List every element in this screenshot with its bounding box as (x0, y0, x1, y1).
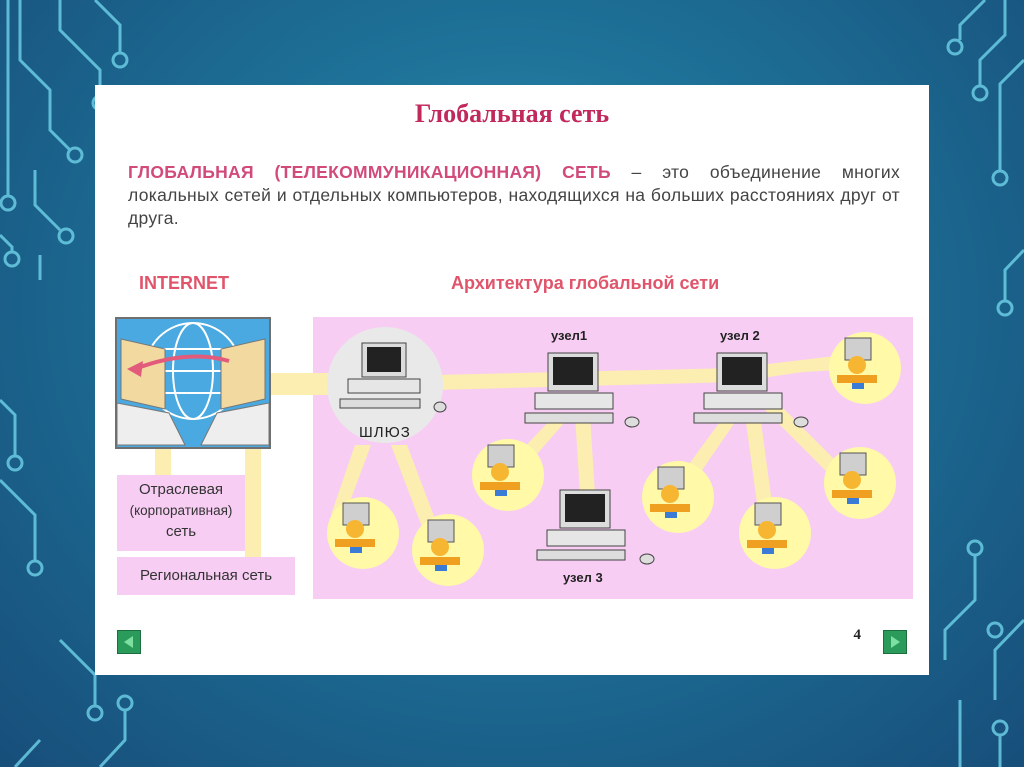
node3-computer (536, 489, 655, 565)
globe-laptops-icon (116, 319, 270, 447)
user-workstation-3 (472, 439, 544, 511)
next-slide-button[interactable] (883, 630, 907, 654)
architecture-heading: Архитектура глобальной сети (451, 273, 720, 293)
corporate-line2: (корпоративная) (129, 503, 233, 518)
node1-computer (524, 352, 640, 428)
page-number: 4 (853, 627, 862, 643)
triangle-right-icon (891, 636, 900, 648)
definition-term: ГЛОБАЛЬНАЯ (ТЕЛЕКОММУНИКАЦИОННАЯ) СЕТЬ (128, 162, 611, 182)
slide-title: Глобальная сеть (414, 99, 610, 128)
regional-network-label: Региональная сеть (117, 557, 295, 595)
node2-computer (693, 352, 809, 428)
user-workstation-6 (824, 447, 896, 519)
network-diagram (155, 327, 901, 586)
prev-slide-button[interactable] (117, 630, 141, 654)
gateway-label: ШЛЮЗ (359, 424, 411, 441)
slide: Глобальная сеть ГЛОБАЛЬНАЯ (ТЕЛЕКОММУНИК… (95, 85, 929, 675)
user-workstations (327, 332, 901, 586)
user-workstation-1 (327, 497, 399, 569)
node3-label: узел 3 (563, 570, 603, 585)
definition-text: ГЛОБАЛЬНАЯ (ТЕЛЕКОММУНИКАЦИОННАЯ) СЕТЬ –… (128, 161, 900, 230)
node2-label: узел 2 (720, 328, 760, 343)
node1-label: узел1 (551, 328, 588, 343)
user-workstation-4 (642, 461, 714, 533)
internet-illustration (115, 317, 271, 449)
user-workstation-2 (412, 514, 484, 586)
triangle-left-icon (124, 636, 133, 648)
corporate-network-label: Отраслевая (корпоративная) сеть (117, 475, 245, 551)
corporate-line3: сеть (165, 523, 197, 540)
internet-heading: INTERNET (139, 273, 229, 293)
definition-body: – это объединение многих локальных сетей… (128, 162, 900, 228)
gateway-node (327, 327, 447, 443)
user-workstation-5 (739, 497, 811, 569)
user-workstation-7 (829, 332, 901, 404)
corporate-line1: Отраслевая (138, 481, 224, 498)
